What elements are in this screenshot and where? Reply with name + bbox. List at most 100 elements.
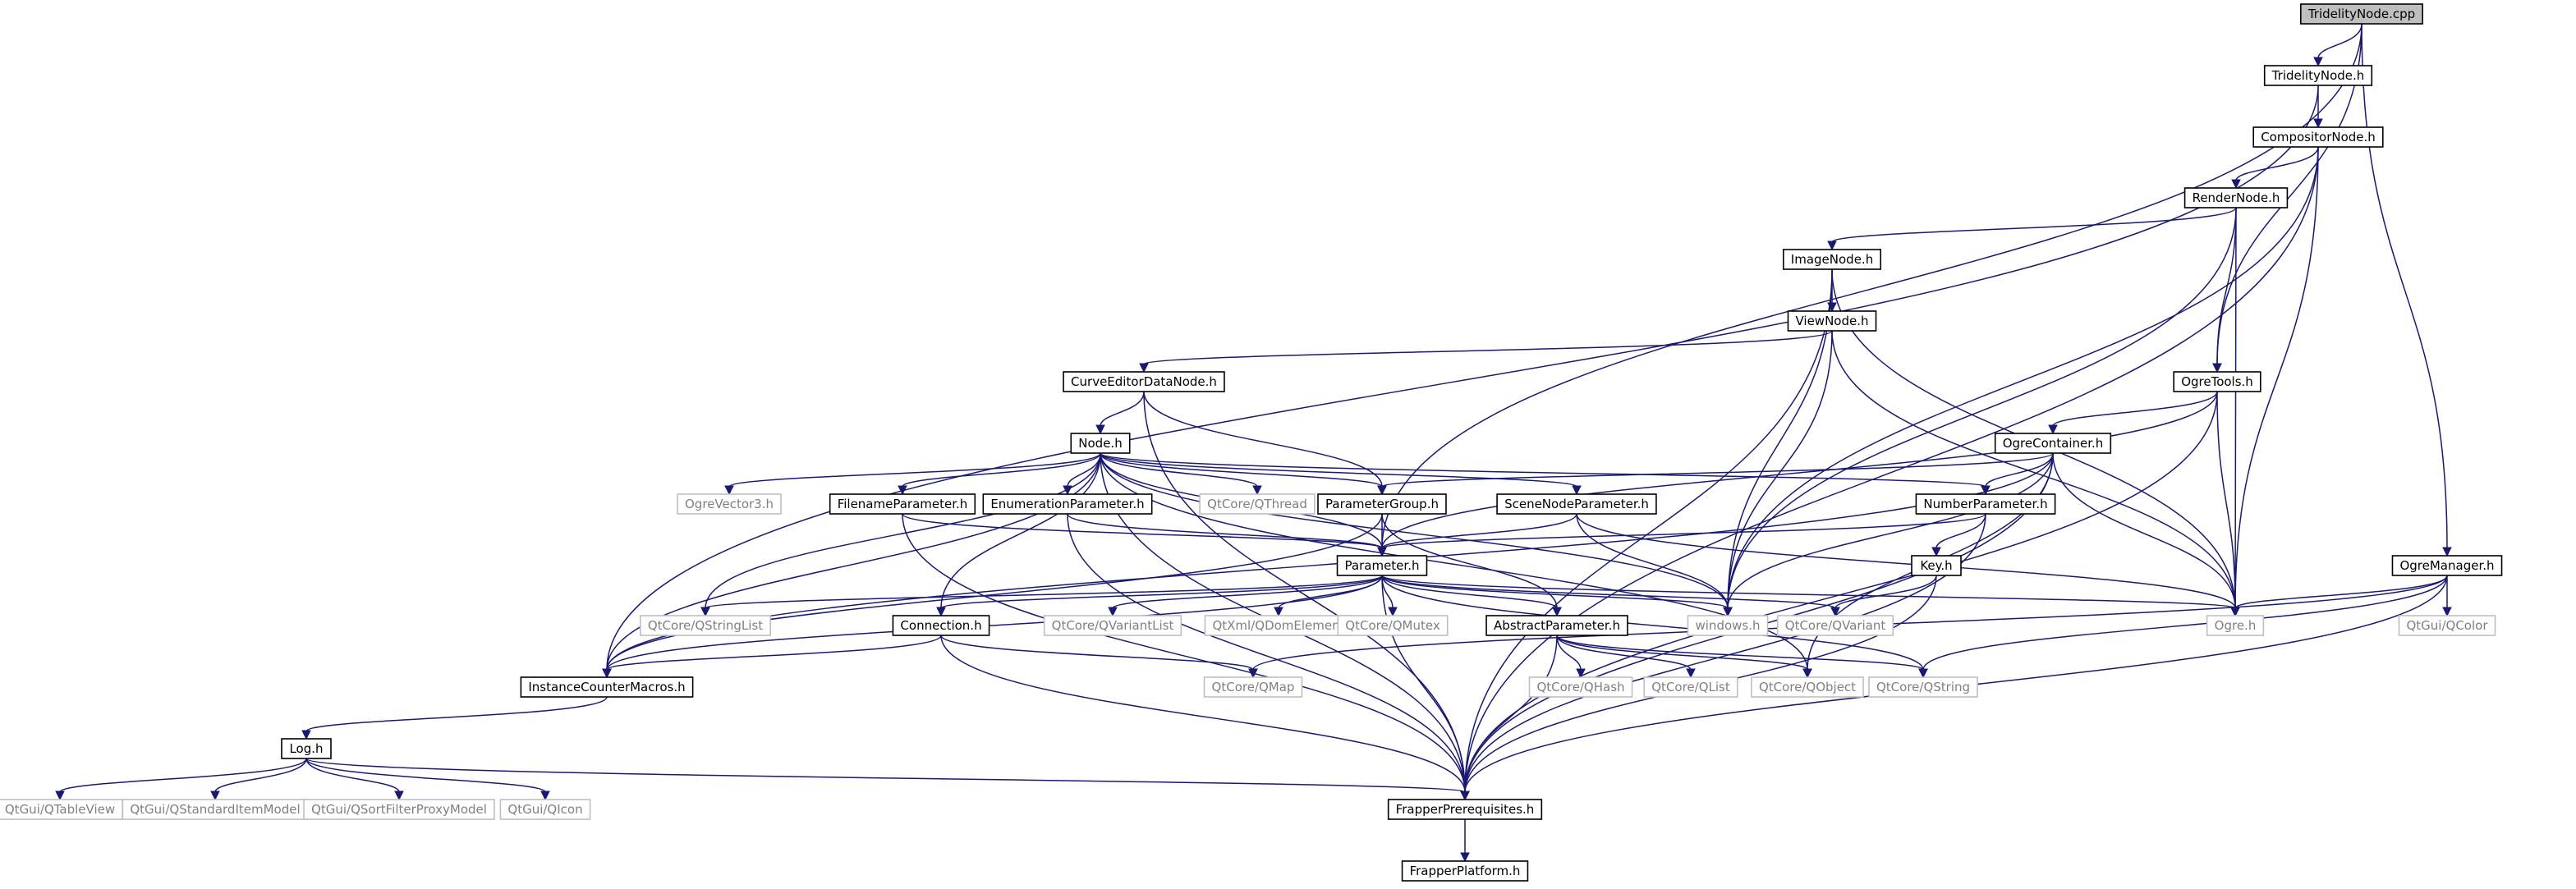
node-box bbox=[1204, 615, 1353, 636]
node-label: windows.h bbox=[1696, 618, 1761, 633]
graph-node[interactable]: FrapperPrerequisites.h bbox=[1387, 799, 1543, 820]
node-label: QtCore/QVariant bbox=[1785, 618, 1886, 633]
node-label: OgreContainer.h bbox=[2003, 436, 2104, 451]
dependency-edge bbox=[1381, 513, 1986, 549]
dependency-edge bbox=[1100, 452, 1577, 488]
dependency-edge bbox=[1464, 146, 2319, 793]
graph-node[interactable]: QtCore/QStringList bbox=[640, 615, 771, 636]
graph-node[interactable]: EnumerationParameter.h bbox=[982, 493, 1153, 515]
dependency-edge bbox=[1831, 207, 2237, 243]
graph-node[interactable]: QtGui/QStandardItemModel bbox=[122, 799, 309, 820]
node-box bbox=[1787, 310, 1877, 332]
dependency-edge bbox=[2234, 575, 2448, 609]
node-box bbox=[1782, 249, 1882, 270]
arrowhead bbox=[1827, 241, 1837, 251]
dependency-edge bbox=[305, 758, 1466, 793]
node-box bbox=[499, 799, 591, 820]
graph-node[interactable]: QtCore/QHash bbox=[1528, 676, 1633, 698]
graph-node[interactable]: ParameterGroup.h bbox=[1317, 493, 1447, 515]
node-box bbox=[677, 493, 782, 515]
dependency-edge bbox=[1381, 575, 1466, 793]
dependency-edge bbox=[1100, 452, 1383, 488]
node-box bbox=[1496, 493, 1657, 515]
node-box bbox=[2398, 615, 2496, 636]
graph-node[interactable]: Connection.h bbox=[892, 615, 990, 636]
node-label: EnumerationParameter.h bbox=[990, 497, 1144, 511]
graph-node[interactable]: TridelityNode.h bbox=[2263, 65, 2373, 86]
dependency-edge bbox=[1067, 513, 1383, 549]
graph-node[interactable]: SceneNodeParameter.h bbox=[1496, 493, 1657, 515]
dependency-edge bbox=[1727, 146, 2319, 609]
graph-node[interactable]: FrapperPlatform.h bbox=[1401, 860, 1529, 882]
graph-node[interactable]: QtCore/QMutex bbox=[1337, 615, 1449, 636]
graph-node[interactable]: InstanceCounterMacros.h bbox=[520, 676, 694, 698]
graph-node[interactable]: QtGui/QSortFilterProxyModel bbox=[303, 799, 495, 820]
node-label: RenderNode.h bbox=[2193, 190, 2280, 205]
arrowhead bbox=[2212, 363, 2222, 373]
graph-node[interactable]: QtXml/QDomElement bbox=[1204, 615, 1353, 636]
graph-node[interactable]: FilenameParameter.h bbox=[829, 493, 976, 515]
graph-node[interactable]: ImageNode.h bbox=[1782, 249, 1882, 270]
graph-node[interactable]: QtCore/QVariant bbox=[1776, 615, 1894, 636]
graph-node[interactable]: CurveEditorDataNode.h bbox=[1063, 371, 1225, 392]
arrowhead bbox=[210, 790, 220, 801]
dependency-edge bbox=[940, 635, 1466, 793]
graph-node[interactable]: ViewNode.h bbox=[1787, 310, 1877, 332]
dependency-edge bbox=[902, 513, 1383, 549]
dependency-edge bbox=[2216, 207, 2237, 365]
graph-node[interactable]: QtCore/QList bbox=[1643, 676, 1738, 698]
dependency-edge bbox=[1381, 513, 1577, 549]
dependency-edge bbox=[2052, 391, 2218, 427]
graph-node[interactable]: OgreContainer.h bbox=[1994, 433, 2112, 454]
dependency-edge bbox=[1100, 452, 1808, 671]
arrowhead bbox=[1377, 485, 1387, 496]
node-box bbox=[1528, 676, 1633, 698]
dependency-edge bbox=[606, 575, 1383, 671]
dependency-edge bbox=[902, 452, 1101, 488]
arrowhead bbox=[540, 790, 550, 801]
node-box bbox=[2300, 3, 2423, 25]
graph-node[interactable]: CompositorNode.h bbox=[2252, 126, 2384, 148]
graph-node[interactable]: Ogre.h bbox=[2206, 615, 2265, 636]
arrowhead bbox=[2313, 57, 2323, 67]
graph-node[interactable]: Key.h bbox=[1911, 555, 1962, 576]
node-label: QtCore/QHash bbox=[1536, 680, 1624, 694]
graph-node[interactable]: Parameter.h bbox=[1336, 555, 1428, 576]
node-label: QtGui/QTableView bbox=[5, 802, 115, 817]
node-label: QtCore/QMutex bbox=[1345, 618, 1440, 633]
node-label: ImageNode.h bbox=[1791, 252, 1873, 267]
node-box bbox=[1643, 676, 1738, 698]
graph-node[interactable]: QtCore/QMap bbox=[1203, 676, 1303, 698]
dependency-edge bbox=[940, 452, 1101, 609]
graph-node[interactable]: TridelityNode.cpp bbox=[2300, 3, 2423, 25]
dependency-edge bbox=[2052, 452, 2236, 609]
graph-node[interactable]: QtGui/QColor bbox=[2398, 615, 2496, 636]
graph-node[interactable]: OgreVector3.h bbox=[677, 493, 782, 515]
dependency-edge bbox=[1556, 635, 1582, 671]
graph-node[interactable]: Log.h bbox=[281, 738, 332, 759]
graph-node[interactable]: QtCore/QObject bbox=[1751, 676, 1864, 698]
arrowhead bbox=[2231, 179, 2241, 190]
graph-node[interactable]: QtGui/QIcon bbox=[499, 799, 591, 820]
graph-node[interactable]: OgreTools.h bbox=[2173, 371, 2261, 392]
node-label: InstanceCounterMacros.h bbox=[528, 680, 685, 694]
arrowhead bbox=[1576, 668, 1586, 679]
dependency-edge bbox=[214, 758, 307, 793]
graph-node[interactable]: NumberParameter.h bbox=[1915, 493, 2056, 515]
graph-node[interactable]: AbstractParameter.h bbox=[1485, 615, 1628, 636]
graph-node[interactable]: QtGui/QTableView bbox=[0, 799, 123, 820]
node-box bbox=[2391, 555, 2503, 576]
graph-node[interactable]: OgreManager.h bbox=[2391, 555, 2503, 576]
graph-node[interactable]: windows.h bbox=[1687, 615, 1769, 636]
graph-node[interactable]: RenderNode.h bbox=[2183, 187, 2289, 209]
dependency-edge bbox=[606, 85, 2319, 671]
graph-node[interactable]: Node.h bbox=[1070, 433, 1131, 454]
dependency-edge bbox=[2361, 23, 2448, 549]
graph-node[interactable]: QtCore/QThread bbox=[1199, 493, 1316, 515]
node-box bbox=[2263, 65, 2373, 86]
node-label: QtGui/QSortFilterProxyModel bbox=[311, 802, 487, 817]
dependency-edge bbox=[1935, 513, 1986, 549]
graph-node[interactable]: QtCore/QString bbox=[1868, 676, 1978, 698]
graph-node[interactable]: QtCore/QVariantList bbox=[1043, 615, 1182, 636]
dependency-edge bbox=[1143, 391, 1383, 488]
